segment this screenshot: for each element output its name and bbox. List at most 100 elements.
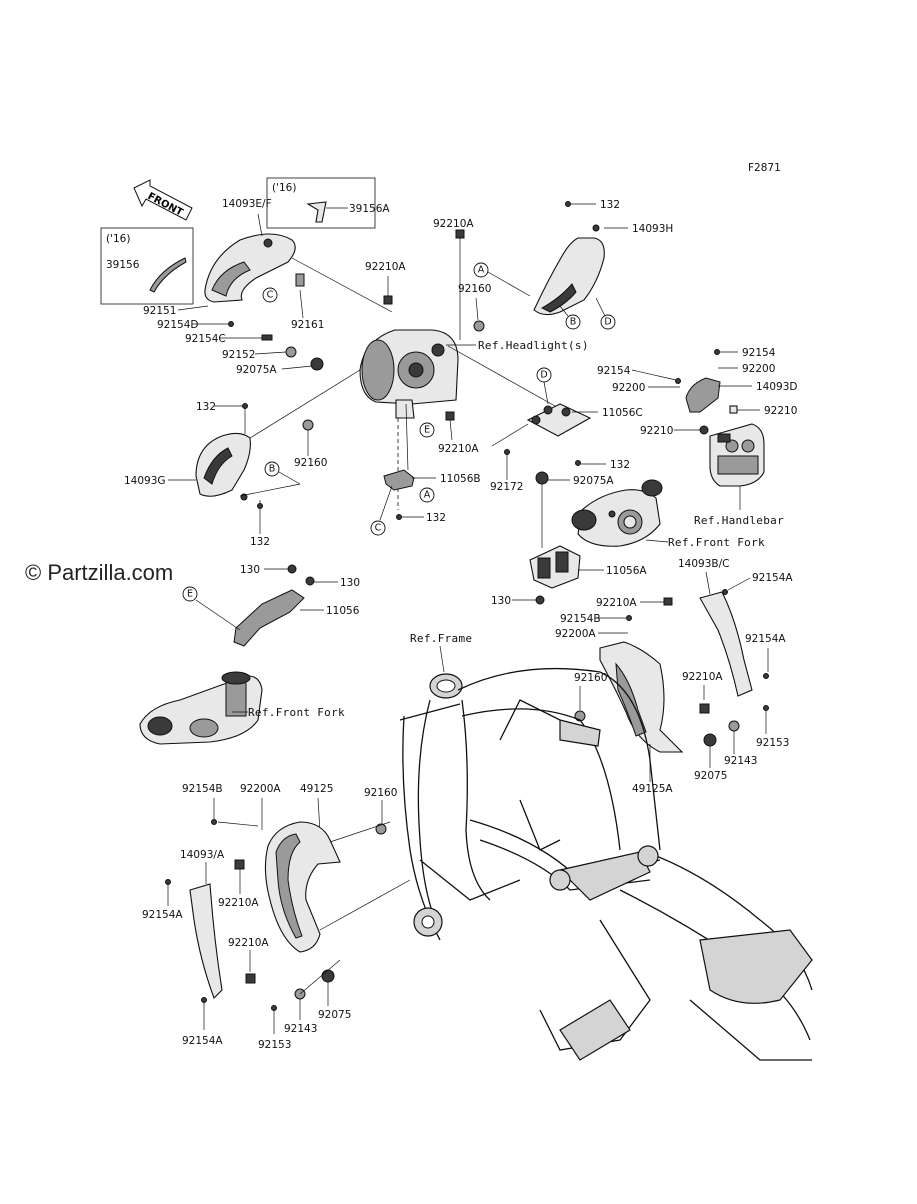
label-92210A-b: 92210A (433, 218, 474, 230)
label-92153-a: 92153 (756, 737, 789, 749)
callout-B2-text: B (269, 464, 276, 475)
callout-C2-text: C (375, 523, 382, 534)
callout-C2 (370, 520, 386, 536)
label-92200-b: 92200 (742, 363, 775, 375)
label-132-b: 132 (196, 401, 216, 413)
label-92075A-right: 92075A (573, 475, 614, 487)
label-92075A-left: 92075A (236, 364, 277, 376)
bracket-11056A (529, 545, 581, 589)
label-92075-a: 92075 (694, 770, 727, 782)
side-cover-14093A (189, 883, 223, 999)
label-14093D: 14093D (756, 381, 798, 393)
year-note-box-top: ('16) 39156A (266, 177, 390, 229)
ref-frame: Ref.Frame (410, 632, 472, 645)
label-92210A-a: 92210A (365, 261, 406, 273)
ref-headlight: Ref.Headlight(s) (478, 339, 589, 352)
callout-D2-text: D (540, 370, 547, 381)
callout-C1 (262, 287, 278, 303)
callout-D1 (600, 314, 616, 330)
callout-B1 (565, 314, 581, 330)
label-92210A-g: 92210A (228, 937, 269, 949)
callout-A1-text: A (478, 265, 485, 276)
label-92154A-b: 92154A (745, 633, 786, 645)
label-92200-a: 92200 (612, 382, 645, 394)
year-note-top: ('16) (272, 182, 296, 194)
label-92210A-c: 92210A (438, 443, 479, 455)
callout-A2-text: A (424, 490, 431, 501)
label-92152: 92152 (222, 349, 255, 361)
label-14093EF: 14093E/F (222, 198, 272, 210)
handlebar-clamp (709, 423, 765, 487)
front-arrow-icon: FRONT (133, 179, 193, 221)
side-cover-14093BC (699, 591, 753, 697)
label-11056B: 11056B (440, 473, 481, 485)
label-92160-a: 92160 (458, 283, 491, 295)
cover-14093D (685, 377, 721, 413)
label-92160-b: 92160 (294, 457, 327, 469)
label-92154A-d: 92154A (182, 1035, 223, 1047)
label-14093H: 14093H (632, 223, 673, 235)
label-92154-b: 92154 (742, 347, 776, 359)
year-note-left: ('16) (106, 233, 130, 245)
label-92154A-c: 92154A (142, 909, 183, 921)
callout-A2 (419, 487, 435, 503)
label-92143-b: 92143 (284, 1023, 317, 1035)
label-11056A: 11056A (606, 565, 647, 577)
upper-triple-clamp (571, 479, 663, 547)
callout-D1-text: D (604, 317, 611, 328)
label-92154C: 92154C (185, 333, 226, 345)
label-92200A-a: 92200A (555, 628, 596, 640)
cowling-14093EF (204, 213, 393, 313)
label-130-a: 130 (491, 595, 511, 607)
cowling-14093G (195, 432, 251, 501)
label-92161: 92161 (291, 319, 324, 331)
label-130-c: 130 (340, 577, 360, 589)
callout-B2 (264, 461, 280, 477)
label-92154-a: 92154 (597, 365, 631, 377)
label-49125: 49125 (300, 783, 333, 795)
label-14093A: 14093/A (180, 849, 225, 861)
label-92151: 92151 (143, 305, 176, 317)
label-92210A-d: 92210A (596, 597, 637, 609)
label-14093G: 14093G (124, 475, 166, 487)
ref-front-fork-lower: Ref.Front Fork (248, 706, 345, 719)
lower-triple-clamp (139, 671, 263, 745)
label-132-e: 132 (610, 459, 630, 471)
callout-A1 (473, 262, 489, 278)
label-11056: 11056 (326, 605, 360, 617)
cowling-14093H (533, 224, 605, 316)
label-92210A-f: 92210A (218, 897, 259, 909)
label-14093BC: 14093B/C (678, 558, 729, 570)
ref-handlebar: Ref.Handlebar (694, 514, 784, 527)
headlight-nacelle (359, 329, 459, 510)
cover-49125A (599, 641, 684, 753)
label-92075-b: 92075 (318, 1009, 351, 1021)
label-132-c: 132 (250, 536, 270, 548)
label-92200A-b: 92200A (240, 783, 281, 795)
callout-B1-text: B (570, 317, 577, 328)
label-132-d: 132 (426, 512, 446, 524)
cover-49125 (264, 821, 341, 953)
callout-E1 (419, 422, 435, 438)
emblem-decal (149, 257, 187, 293)
label-39156: 39156 (106, 259, 140, 271)
label-92154B-b: 92154B (182, 783, 223, 795)
label-132-a: 132 (600, 199, 620, 211)
label-92160-d: 92160 (364, 787, 397, 799)
label-130-b: 130 (240, 564, 260, 576)
bracket-11056B (383, 469, 415, 491)
label-92143-a: 92143 (724, 755, 757, 767)
label-11056C: 11056C (602, 407, 643, 419)
label-92210-a: 92210 (764, 405, 797, 417)
label-92210-b: 92210 (640, 425, 673, 437)
label-92154A-a: 92154A (752, 572, 793, 584)
ref-front-fork-upper: Ref.Front Fork (668, 536, 765, 549)
callout-E2-text: E (187, 589, 193, 600)
motorcycle-frame (399, 667, 813, 1061)
diagram-code: F2871 (748, 162, 781, 174)
small-decal (306, 201, 327, 223)
watermark: © Partzilla.com (25, 560, 174, 585)
callout-E1-text: E (424, 425, 430, 436)
